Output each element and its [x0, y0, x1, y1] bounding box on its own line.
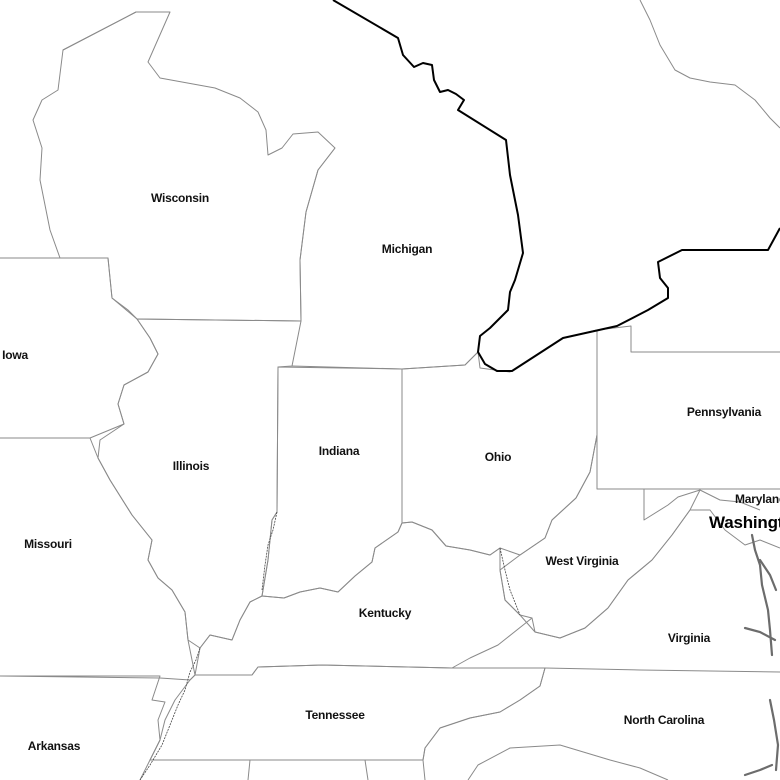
state-label-tennessee[interactable]: Tennessee	[305, 708, 365, 722]
state-label-arkansas[interactable]: Arkansas	[27, 739, 81, 753]
wabash-river	[261, 511, 278, 591]
state-label-michigan[interactable]: Michigan	[381, 242, 433, 256]
state-label-kentucky[interactable]: Kentucky	[358, 606, 412, 620]
virginia-border	[452, 509, 780, 673]
state-label-pennsylvania[interactable]: Pennsylvania	[686, 405, 762, 419]
mississippi-river	[139, 647, 201, 780]
state-label-north-carolina[interactable]: North Carolina	[623, 713, 705, 727]
city-label-washington[interactable]: Washington	[709, 513, 780, 532]
indiana-border	[261, 366, 403, 599]
canada-us-border	[332, 0, 780, 372]
missouri-border	[0, 437, 196, 681]
state-label-indiana[interactable]: Indiana	[318, 444, 360, 458]
wisconsin-border	[32, 11, 336, 322]
chesapeake-bay	[743, 533, 780, 777]
state-label-wisconsin[interactable]: Wisconsin	[150, 191, 210, 205]
michigan-border	[291, 147, 479, 370]
state-label-ohio[interactable]: Ohio	[484, 450, 512, 464]
state-label-west-virginia[interactable]: West Virginia	[545, 554, 619, 568]
state-label-illinois[interactable]: Illinois	[172, 459, 210, 473]
kentucky-border	[194, 521, 533, 676]
state-label-maryland[interactable]: Maryland	[735, 492, 780, 506]
pennsylvania-border	[596, 325, 780, 490]
maryland-border	[643, 489, 761, 521]
lake-superior-shore	[62, 11, 137, 51]
state-label-iowa[interactable]: Iowa	[2, 348, 28, 362]
lake-shoreline	[639, 0, 780, 129]
illinois-border	[97, 318, 302, 649]
north-carolina-border	[422, 667, 669, 780]
southern-borders	[150, 759, 426, 780]
ohio-border	[401, 329, 598, 556]
state-label-missouri[interactable]: Missouri	[24, 537, 72, 551]
state-label-virginia[interactable]: Virginia	[667, 631, 711, 645]
west-virginia-border	[499, 434, 701, 639]
arkansas-border	[0, 675, 166, 780]
